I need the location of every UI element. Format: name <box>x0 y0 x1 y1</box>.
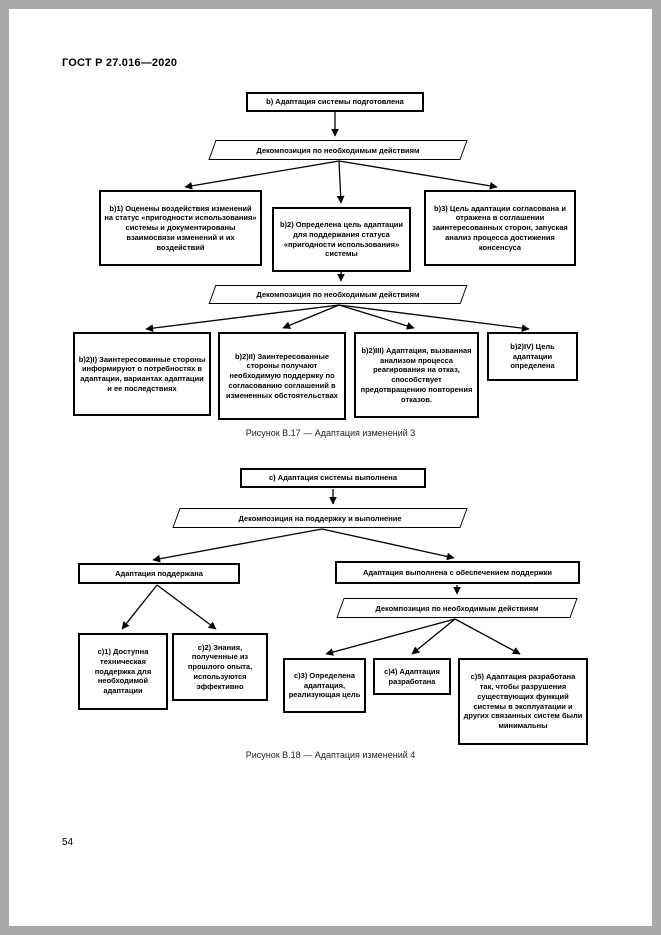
parallelogram-label: Декомпозиция по необходимым действиям <box>256 290 420 299</box>
fig18-caption: Рисунок В.18 — Адаптация изменений 4 <box>245 750 416 760</box>
fig17-decomposition-1: Декомпозиция по необходимым действиям <box>206 140 470 160</box>
fig17-box-b3: b)3) Цель адаптации согласована и отраже… <box>424 190 576 266</box>
fig17-box-b2i: b)2)I) Заинтересованные стороны информир… <box>73 332 211 416</box>
parallelogram-label: Декомпозиция на поддержку и выполнение <box>238 513 402 523</box>
fig18-decomposition-1: Декомпозиция на поддержку и выполнение <box>170 508 470 528</box>
fig17-box-b2iii: b)2)III) Адаптация, вызванная анализом п… <box>354 332 479 418</box>
fig17-box-b2iv: b)2)IV) Цель адаптации определена <box>487 332 578 381</box>
fig18-box-supported: Адаптация поддержана <box>78 563 240 584</box>
fig18-box-c4: c)4) Адаптация разработана <box>373 658 451 695</box>
fig18-decomposition-2: Декомпозиция по необходимым действиям <box>334 598 580 618</box>
fig17-decomposition-2: Декомпозиция по необходимым действиям <box>206 285 470 304</box>
parallelogram-label: Декомпозиция по необходимым действиям <box>375 603 539 613</box>
fig18-box-c5: c)5) Адаптация разработана так, чтобы ра… <box>458 658 588 745</box>
fig18-box-c2: c)2) Знания, полученные из прошлого опыт… <box>172 633 268 701</box>
fig17-root-box: b) Адаптация системы подготовлена <box>246 92 424 112</box>
fig17-box-b1: b)1) Оценены воздействия изменений на ст… <box>99 190 262 266</box>
fig18-box-c1: c)1) Доступна техническая поддержка для … <box>78 633 168 710</box>
fig17-box-b2ii: b)2)II) Заинтересованные стороны получаю… <box>218 332 346 420</box>
fig18-box-c3: c)3) Определена адаптация, реализующая ц… <box>283 658 366 713</box>
parallelogram-label: Декомпозиция по необходимым действиям <box>256 145 420 155</box>
fig17-box-b2: b)2) Определена цель адаптации для подде… <box>272 207 411 272</box>
fig18-box-performed: Адаптация выполнена с обеспечением подде… <box>335 561 580 584</box>
document-header: ГОСТ Р 27.016—2020 <box>62 57 178 69</box>
page-number: 54 <box>62 837 74 848</box>
fig17-caption: Рисунок В.17 — Адаптация изменений 3 <box>245 428 416 438</box>
fig18-root-box: c) Адаптация системы выполнена <box>240 468 426 488</box>
